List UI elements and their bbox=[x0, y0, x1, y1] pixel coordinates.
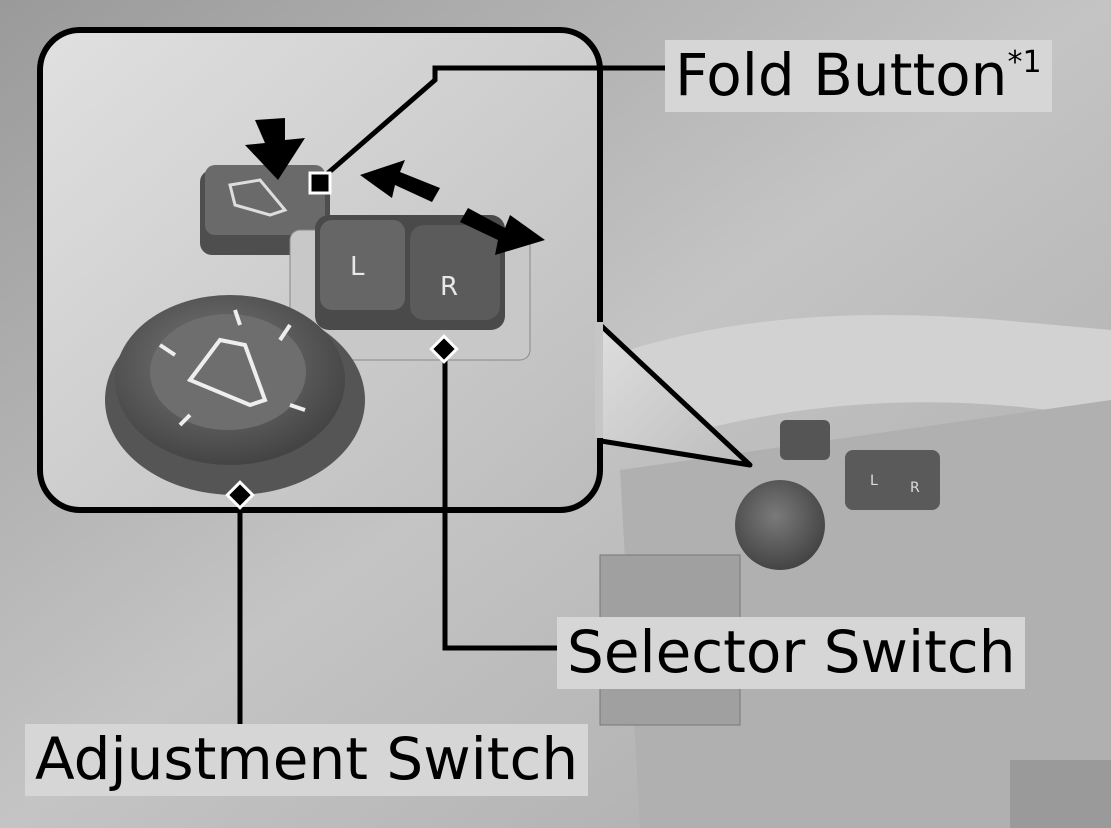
adjustment-switch-label: Adjustment Switch bbox=[25, 724, 589, 796]
svg-text:L: L bbox=[870, 473, 878, 489]
fold-button-marker bbox=[308, 171, 332, 195]
small-switch-cluster: L R bbox=[735, 420, 940, 570]
fold-button-footnote: *1 bbox=[1007, 45, 1042, 80]
window-switch-2 bbox=[1010, 760, 1111, 828]
svg-text:R: R bbox=[910, 480, 920, 496]
armrest bbox=[600, 315, 1111, 430]
selector-right-label: R bbox=[440, 272, 458, 302]
selector-switch: L R bbox=[289, 215, 531, 361]
fold-button-text: Fold Button bbox=[675, 41, 1008, 109]
selector-left-label: L bbox=[350, 252, 365, 282]
mirror-icon bbox=[186, 337, 268, 408]
selector-switch-marker bbox=[429, 334, 459, 364]
adjustment-switch bbox=[105, 295, 365, 495]
down-arrow-icon bbox=[245, 118, 305, 180]
double-arrow-icon bbox=[360, 160, 545, 255]
adjustment-switch-marker bbox=[225, 480, 255, 510]
selector-switch-label: Selector Switch bbox=[557, 617, 1026, 689]
mirror-icon bbox=[228, 178, 288, 217]
fold-button-label: Fold Button*1 bbox=[665, 40, 1052, 112]
leader-lines bbox=[237, 65, 668, 730]
